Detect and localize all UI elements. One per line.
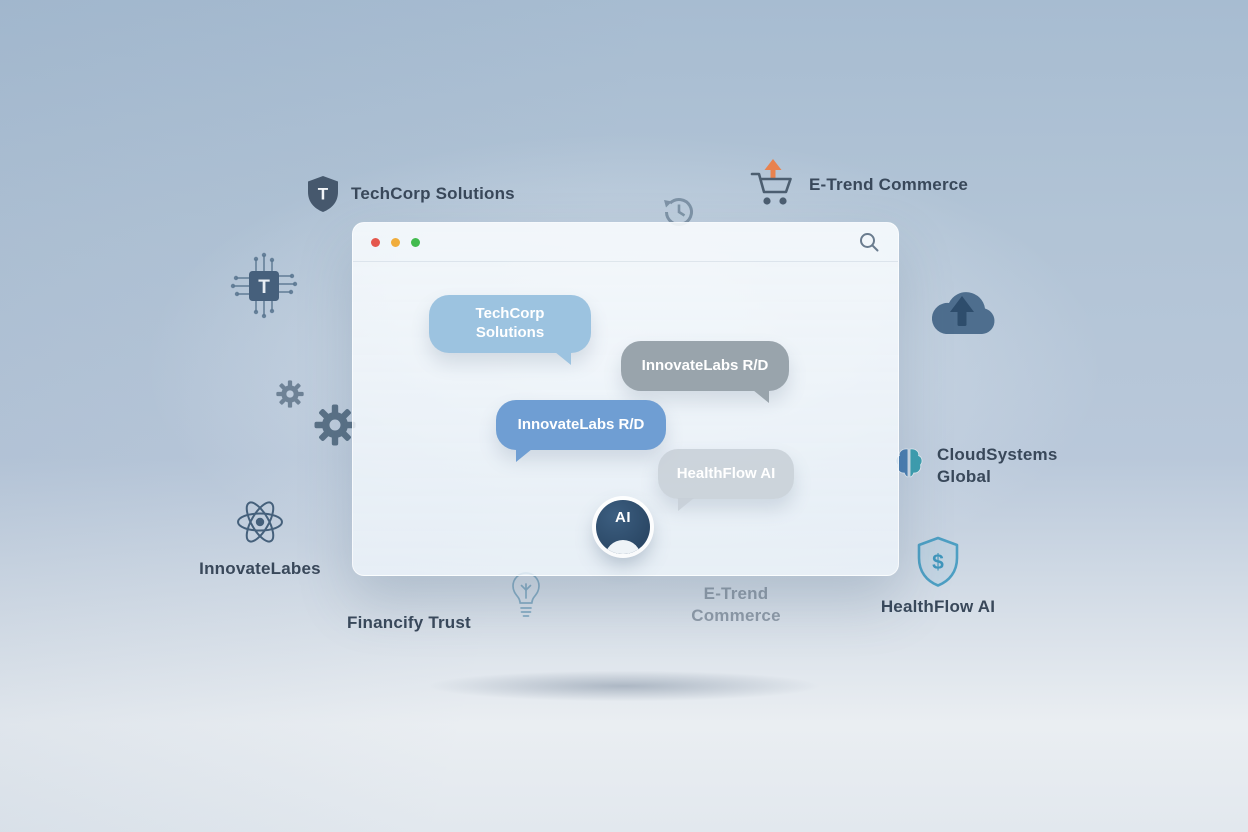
- financify-label: Financify Trust: [347, 613, 471, 632]
- lightbulb-icon: [512, 572, 540, 617]
- chat-bubble-innovatelabs-gray: InnovateLabs R/D: [621, 341, 789, 403]
- browser-window: TechCorp Solutions InnovateLabs R/D Inno…: [352, 222, 899, 576]
- company-innovatelabes: InnovateLabes: [194, 496, 326, 580]
- chat-bubble-innovatelabs-blue: InnovateLabs R/D: [496, 400, 666, 462]
- cloudsystems-label: CloudSystems Global: [937, 445, 1058, 486]
- chip-letter: T: [258, 277, 270, 298]
- traffic-lights: [371, 237, 420, 247]
- innovatelabes-label: InnovateLabes: [199, 559, 321, 578]
- traffic-light-close[interactable]: [371, 237, 380, 247]
- ground-shadow: [344, 664, 904, 708]
- gear-icon: [276, 380, 304, 408]
- traffic-light-minimize[interactable]: [391, 237, 400, 247]
- chat-bubble-healthflow: HealthFlow AI: [658, 449, 794, 511]
- shield-dollar-icon: $: [917, 536, 959, 587]
- etrend-top-label: E-Trend Commerce: [809, 175, 969, 195]
- cart-up-icon: [750, 159, 792, 205]
- company-healthflow: $ HealthFlow AI: [872, 536, 1004, 618]
- ai-avatar: AI: [596, 500, 650, 554]
- techcorp-label: TechCorp Solutions: [351, 184, 515, 204]
- window-titlebar: [353, 223, 898, 262]
- company-techcorp: T TechCorp Solutions: [306, 175, 515, 213]
- etrend-bottom-label: E-Trend Commerce: [691, 584, 781, 625]
- traffic-light-maximize[interactable]: [411, 237, 420, 247]
- atom-icon: [237, 501, 283, 543]
- company-cloudsystems: CloudSystems Global: [892, 444, 1057, 488]
- shield-t-icon: T: [308, 176, 338, 212]
- chip-t-icon: T: [230, 252, 298, 319]
- dollar-sign: $: [932, 551, 944, 574]
- cloud-upload-icon: [931, 292, 995, 334]
- history-icon: [664, 198, 693, 226]
- person-silhouette-icon: [605, 540, 641, 554]
- shield-letter: T: [318, 185, 329, 204]
- healthflow-label: HealthFlow AI: [880, 597, 996, 616]
- ai-avatar-label: AI: [615, 509, 631, 526]
- chat-bubble-techcorp: TechCorp Solutions: [429, 295, 591, 365]
- search-icon[interactable]: [858, 231, 880, 253]
- gear-icon: [314, 404, 356, 446]
- company-etrend-top: E-Trend Commerce: [750, 158, 968, 212]
